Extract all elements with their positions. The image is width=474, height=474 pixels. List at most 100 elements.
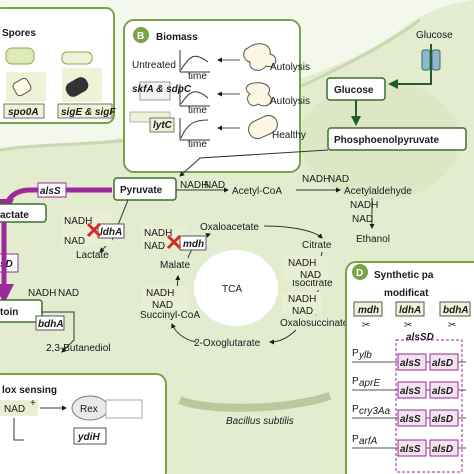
succinylcoa-label: Succinyl-CoA <box>140 310 200 321</box>
tca-label: TCA <box>222 284 242 295</box>
butanediol-label: 2,3-Butanediol <box>46 343 111 354</box>
time-label-3: time <box>188 139 207 150</box>
lactate-label: Lactate <box>76 250 109 261</box>
panel-biomass: B Biomass Untreated skfA & sdpC lytC tim… <box>123 19 310 173</box>
state-autolysis-2: Autolysis <box>270 96 310 107</box>
promoter-1: P <box>352 348 359 359</box>
redox-nad-box <box>0 400 38 416</box>
operon-dashed-box <box>395 339 463 473</box>
isocitrate-label: Isocitrate <box>292 278 333 289</box>
malate-label: Malate <box>160 260 190 271</box>
knockout-x-ldhA <box>86 222 102 238</box>
arrow-pep-pyruvate <box>179 149 329 177</box>
kgdh-cofactor-box <box>142 286 188 310</box>
osd-nadh: NADH <box>288 294 316 305</box>
gene-1a: alsS <box>400 358 421 369</box>
time-label-1: time <box>188 71 207 82</box>
growth-chart-1: time <box>179 50 210 82</box>
pep-label: Phosphoenolpyruvate <box>334 135 439 146</box>
biomass-row-lytc: lytC <box>153 120 173 131</box>
kgdh-nadh: NADH <box>146 288 174 299</box>
ko-mdh: mdh <box>358 305 379 316</box>
ko-ldhA-box <box>395 301 425 317</box>
panel-redox-title: lox sensing <box>2 385 57 396</box>
gene-ydiH: ydiH <box>77 432 100 443</box>
state-healthy: Healthy <box>272 130 306 141</box>
construct-row-2: P aprE alsS alsD <box>352 376 466 399</box>
eth-nadh: NADH <box>350 200 378 211</box>
transporter-icon-left <box>421 49 431 71</box>
pdh-nad: NAD <box>204 180 225 191</box>
acetoin-pathway: alsS actate sD toin NADH NAD bdhA 2,3-Bu… <box>0 182 112 354</box>
arrow-redox-feedback <box>13 418 24 441</box>
acetylaldehyde-label: Acetylaldehyde <box>344 186 412 197</box>
oxoglutarate-label: 2-Oxoglutarate <box>194 338 261 349</box>
ldh-nadh: NADH <box>64 216 92 227</box>
panel-synthetic: D Synthetic pa modificat mdh ldhA bdhA ✂… <box>345 261 474 474</box>
gene-box-1a <box>397 353 427 371</box>
bdh-nad: NAD <box>58 288 79 299</box>
panel-spores-title: Spores <box>2 28 36 39</box>
construct-row-4: P arfA alsS alsD <box>352 434 466 457</box>
ko-bdhA: bdhA <box>443 305 469 316</box>
gene-spo0A-box <box>3 103 45 119</box>
osd-nad: NAD <box>292 306 313 317</box>
gene-2b: alsD <box>432 386 453 397</box>
scissors-icon-2: ✂ <box>404 320 412 331</box>
kgdh-nad: NAD <box>152 300 173 311</box>
gene-alsS: alsS <box>40 186 61 197</box>
tca-center <box>194 250 278 326</box>
arrow-oxoglutarate-succinylcoa <box>171 323 197 343</box>
ethanol-branch: NADH NAD Acetyl-CoA NADH NAD Acetylaldeh… <box>176 174 412 245</box>
adh-nad: NAD <box>328 174 349 185</box>
mdh-nadh: NADH <box>144 228 172 239</box>
promoter-4: P <box>352 434 359 445</box>
oxaloacetate-label: Oxaloacetate <box>200 222 259 233</box>
gene-mdh: mdh <box>183 239 204 250</box>
gene-3a: alsS <box>400 414 421 425</box>
glucose-uptake: Glucose Glucose Phosphoenolpyruvate <box>179 30 467 177</box>
knockout-x-mdh <box>166 234 182 250</box>
redox-nad: NAD <box>4 404 25 415</box>
lysed-cell-icon-1 <box>243 43 277 71</box>
state-autolysis-1: Autolysis <box>270 62 310 73</box>
gene-sigE-sigF-box <box>57 103 113 119</box>
panel-d-letter: D <box>356 268 363 279</box>
arrow-glucose-uptake <box>388 44 432 89</box>
pdh-nadh: NADH <box>180 180 208 191</box>
tca-cycle: TCA Oxaloacetate Malate Citrate Isocitra… <box>140 222 349 349</box>
ethanol-label: Ethanol <box>356 234 390 245</box>
pyruvate-label: Pyruvate <box>120 185 163 196</box>
oxalosuccinate-label: Oxalosuccinate <box>280 318 349 329</box>
gene-box-2a <box>397 381 427 399</box>
panel-b-letter: B <box>137 31 144 42</box>
panel-b-badge <box>133 27 149 43</box>
spore-cell-shape-2 <box>65 77 89 97</box>
ko-bdhA-box <box>439 301 471 317</box>
promoter-2-sub: aprE <box>359 378 380 389</box>
spore-cell-icon <box>5 47 35 65</box>
transporter-icon-right <box>431 49 441 71</box>
gene-sigE-sigF: sigE & sigF <box>61 107 116 118</box>
gene-ldhA-box <box>97 223 125 239</box>
gene-box-1b <box>429 353 459 371</box>
gene-3b: alsD <box>432 414 453 425</box>
promoter-3-sub: cry3Aa <box>359 406 391 417</box>
ko-mdh-box <box>353 301 383 317</box>
gene-1b: alsD <box>432 358 453 369</box>
eth-nad: NAD <box>352 214 373 225</box>
arrow-butanediol <box>42 311 75 353</box>
panel-synthetic-title-1: Synthetic pa <box>374 270 434 281</box>
gene-mdh-box <box>179 235 207 251</box>
lysed-cell-icon-2 <box>245 82 272 107</box>
construct-row-1: P ylb alsS alsD <box>352 348 466 371</box>
ldh-nad: NAD <box>64 236 85 247</box>
panel-redox: lox sensing NAD + Rex ydiH <box>0 373 167 474</box>
acetoin-partial: toin <box>0 307 18 318</box>
acetylcoa-label: Acetyl-CoA <box>232 186 282 197</box>
organism-label: Bacillus subtilis <box>226 416 294 427</box>
gene-box-4b <box>429 439 459 457</box>
gene-spo0A: spo0A <box>8 107 39 118</box>
